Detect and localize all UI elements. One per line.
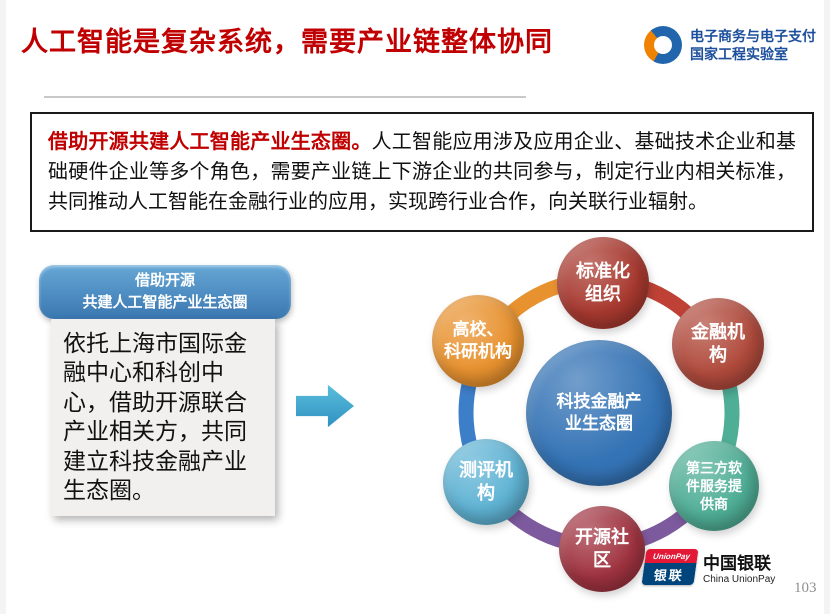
- title-underline: [44, 96, 526, 98]
- ecosystem-node-testing-agencies: 测评机 构: [443, 439, 529, 525]
- unionpay-mark-cn: 银联: [641, 563, 697, 585]
- ecosystem-node-standards-org: 标准化 组织: [557, 237, 649, 329]
- lab-logo-line1: 电子商务与电子支付: [690, 27, 816, 44]
- ecosystem-center-label: 科技金融产 业生态圈: [556, 391, 642, 433]
- intro-body-text: 人工智能应用涉及应用企业、基础技术企业和基础硬件企业等多个角色，需要产业链上下游…: [48, 131, 797, 213]
- node-label-universities-research: 高校、 科研机构: [444, 319, 512, 361]
- left-panel-header: 借助开源 共建人工智能产业生态圈: [39, 265, 291, 319]
- ecosystem-center-circle: 科技金融产 业生态圈: [526, 340, 672, 486]
- node-label-financial-institutions: 金融机 构: [691, 321, 745, 365]
- ecosystem-node-universities-research: 高校、 科研机构: [432, 295, 524, 387]
- unionpay-mark-icon: UnionPay 银联: [641, 549, 699, 585]
- unionpay-brand-cn: 中国银联: [703, 554, 771, 573]
- unionpay-logo: UnionPay 银联 中国银联 China UnionPay: [641, 549, 775, 585]
- right-arrow-icon: [296, 384, 354, 428]
- node-label-third-party-software: 第三方软 件服务提 供商: [686, 459, 742, 513]
- lab-logo-text: 电子商务与电子支付 国家工程实验室: [690, 27, 816, 63]
- lab-logo: 电子商务与电子支付 国家工程实验室: [644, 26, 816, 64]
- ecosystem-node-third-party-software: 第三方软 件服务提 供商: [669, 441, 759, 531]
- page-number: 103: [794, 580, 817, 596]
- ecosystem-node-financial-institutions: 金融机 构: [672, 298, 764, 390]
- left-panel-header-line1: 借助开源: [134, 272, 195, 290]
- node-label-open-source-community: 开源社 区: [575, 526, 629, 570]
- ecosystem-node-open-source-community: 开源社 区: [559, 506, 645, 592]
- lab-logo-line2: 国家工程实验室: [690, 46, 788, 62]
- lab-logo-swirl-icon: [644, 26, 682, 64]
- intro-lead-text: 借助开源共建人工智能产业生态圈。: [48, 131, 372, 153]
- page-title: 人工智能是复杂系统，需要产业链整体协同: [21, 27, 553, 57]
- node-label-standards-org: 标准化 组织: [576, 260, 630, 304]
- left-panel-body: 依托上海市国际金融中心和科创中心，借助开源联合产业相关方，共同建立科技金融产业生…: [51, 319, 275, 516]
- unionpay-mark-en: UnionPay: [644, 549, 699, 563]
- unionpay-brand-text: 中国银联 China UnionPay: [703, 549, 775, 585]
- intro-box: 借助开源共建人工智能产业生态圈。人工智能应用涉及应用企业、基础技术企业和基础硬件…: [30, 112, 814, 232]
- left-panel-header-line2: 共建人工智能产业生态圈: [82, 294, 248, 311]
- node-label-testing-agencies: 测评机 构: [459, 459, 513, 503]
- unionpay-brand-en: China UnionPay: [703, 574, 776, 585]
